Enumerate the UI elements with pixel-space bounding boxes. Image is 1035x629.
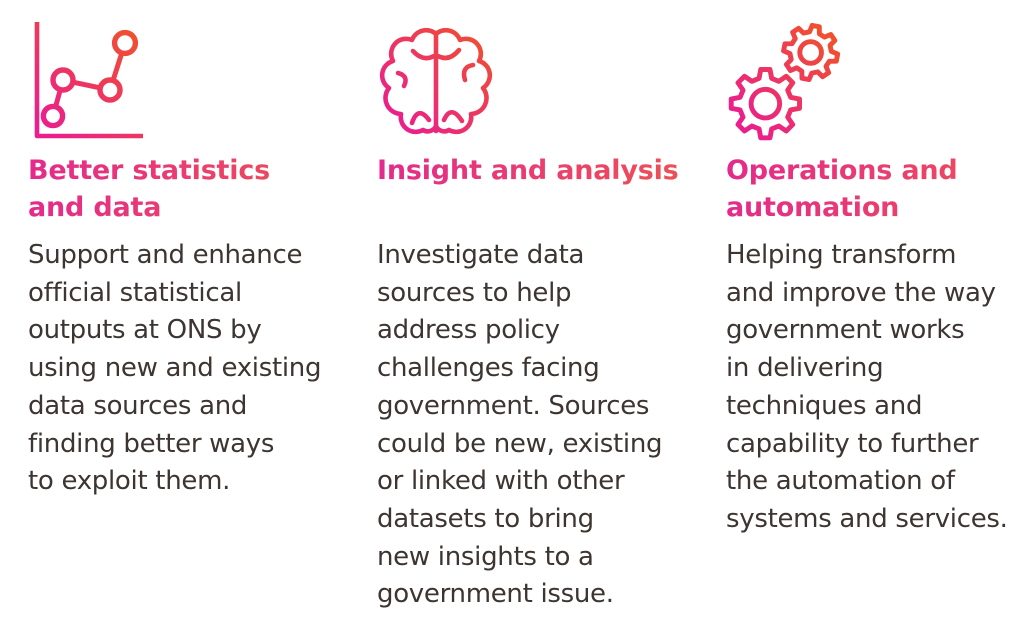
- large-gear-hole: [748, 86, 783, 121]
- brain-fold: [395, 70, 408, 89]
- card-body-operations-automation: Helping transform and improve the way go…: [726, 240, 1008, 534]
- brain-fold: [409, 110, 432, 126]
- brain-fold: [410, 48, 437, 61]
- card-body-insight-analysis: Investigate data sources to help address…: [377, 240, 663, 610]
- card-better-statistics: Better statistics and data Support and e…: [28, 0, 358, 629]
- chart-line: [50, 42, 128, 117]
- chart-points: [40, 29, 139, 129]
- brain-fold: [461, 62, 476, 83]
- brain-icon: [377, 20, 501, 144]
- gears-icon-svg: [728, 22, 841, 141]
- brain-fold: [441, 109, 465, 124]
- line-chart-icon-svg: [34, 22, 143, 139]
- line-chart-icon: [28, 20, 152, 144]
- gears-icon: [726, 20, 850, 144]
- card-insight-analysis: Insight and analysis Investigate data so…: [377, 0, 707, 629]
- chart-axes: [34, 22, 143, 139]
- card-title-better-statistics: Better statistics and data: [28, 152, 358, 226]
- card-body-better-statistics: Support and enhance official statistical…: [28, 240, 322, 497]
- small-gear-hole: [797, 39, 824, 66]
- card-operations-automation: Operations and automation Helping transf…: [726, 0, 1035, 629]
- card-title-operations-automation: Operations and automation: [726, 152, 1035, 226]
- brain-fold: [435, 47, 462, 61]
- brain-icon-svg: [379, 27, 493, 135]
- card-title-insight-analysis: Insight and analysis: [377, 152, 707, 189]
